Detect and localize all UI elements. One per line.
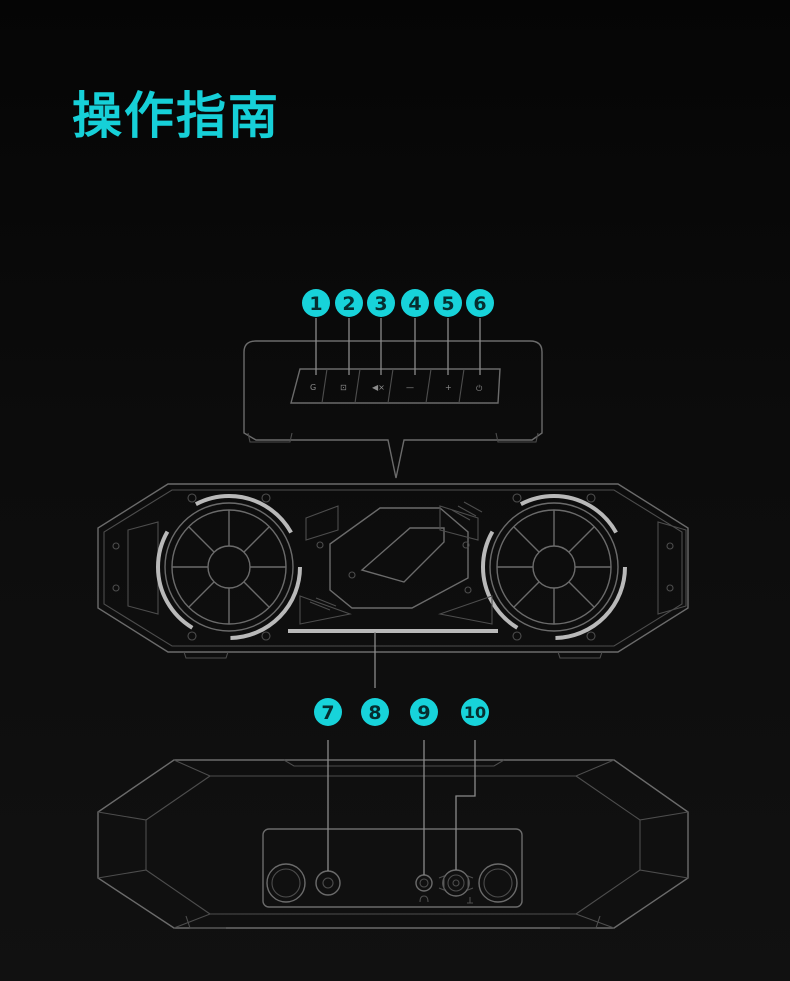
- button-glyph-5: +: [445, 383, 452, 392]
- center-graphic: [299, 501, 493, 625]
- top-callout-badges: 1 2 3 4 5 6: [302, 289, 494, 317]
- power-icon: ⏻: [476, 384, 483, 393]
- headphone-icon: [419, 895, 429, 903]
- bottom-callout-lines: [327, 740, 476, 875]
- callout-8-label: 8: [368, 702, 381, 724]
- callout-5-label: 5: [441, 293, 454, 315]
- speaker-rear: [97, 759, 689, 929]
- callout-1-label: 1: [309, 293, 322, 315]
- speaker-front: [97, 483, 689, 659]
- button-glyph-4: —: [406, 383, 414, 392]
- callout-9-label: 9: [417, 702, 430, 724]
- callout-4-label: 4: [408, 293, 421, 315]
- microphone-icon: [467, 897, 473, 904]
- button-glyphs: G ⊡ ◀× — + ⏻: [310, 383, 483, 393]
- left-driver: [156, 493, 302, 641]
- button-glyph-2: ⊡: [340, 383, 347, 392]
- page-title: 操作指南: [72, 87, 280, 145]
- callout-10-label: 10: [464, 703, 486, 722]
- callout-2-label: 2: [342, 293, 355, 315]
- button-glyph-1: G: [310, 383, 316, 392]
- callout-3-label: 3: [374, 293, 387, 315]
- bottom-callout-badges: 7 8 9 10: [314, 698, 489, 726]
- button-glyph-3: ◀×: [372, 383, 385, 392]
- callout-6-label: 6: [473, 293, 486, 315]
- button-panel-detail: G ⊡ ◀× — + ⏻: [243, 340, 543, 479]
- top-callout-lines: [315, 318, 481, 375]
- callout-7-label: 7: [321, 702, 334, 724]
- right-driver: [481, 493, 627, 641]
